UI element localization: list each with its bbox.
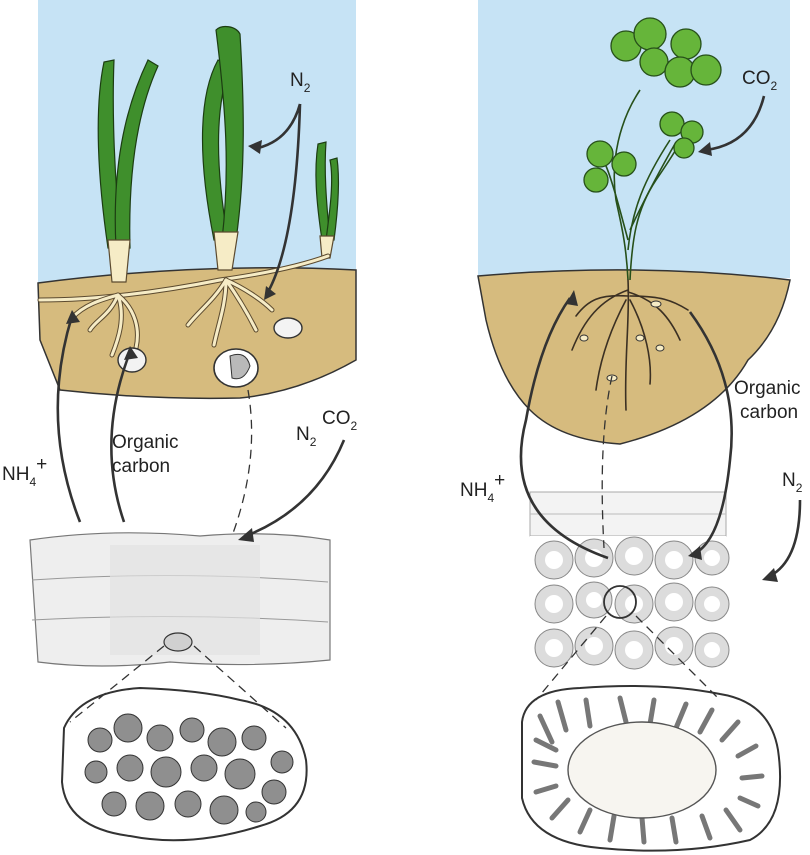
left-label-co2-mid: CO2 bbox=[322, 408, 358, 433]
left-label-organic-carbon-1: Organic bbox=[112, 432, 179, 453]
left-arrow-organic-carbon bbox=[110, 351, 132, 523]
left-label-organic-carbon-2: carbon bbox=[112, 456, 170, 477]
right-dash-lower-l bbox=[535, 615, 607, 701]
left-arrow-ammonium bbox=[56, 315, 82, 523]
right-arrowheads bbox=[566, 142, 778, 582]
clover-stems bbox=[605, 89, 689, 281]
bacteriocyte-zoom bbox=[60, 686, 308, 842]
right-label-co2-top: CO2 bbox=[742, 68, 778, 93]
clam-gill-tissue bbox=[29, 532, 331, 667]
left-label-n2-top: N2 bbox=[290, 70, 311, 95]
left-arrow-n2-to-leaf bbox=[257, 103, 302, 150]
central-vacuole bbox=[567, 721, 717, 819]
left-arrow-gases bbox=[245, 439, 346, 538]
right-dash-upper bbox=[601, 375, 613, 549]
left-label-ammonium: NH4+ bbox=[2, 454, 47, 489]
left-sediment bbox=[37, 267, 357, 400]
right-arrow-n2 bbox=[769, 499, 802, 578]
clover-roots bbox=[571, 279, 689, 411]
lucinid-clams bbox=[117, 317, 303, 388]
seagrass-leaves bbox=[97, 25, 340, 249]
right-label-n2: N2 bbox=[782, 470, 803, 495]
nodule-tissue bbox=[529, 491, 730, 678]
right-panel-legume: CO2 Organic carbon NH4+ N2 bbox=[460, 0, 803, 852]
right-sediment bbox=[477, 269, 791, 445]
bacteroid-cell-zoom bbox=[521, 685, 782, 852]
left-arrow-n2-to-sediment bbox=[266, 103, 302, 293]
left-water bbox=[38, 0, 356, 285]
right-label-organic-carbon-2: carbon bbox=[740, 402, 798, 423]
left-panel-seagrass: N2 Organic carbon N2 CO2 NH4+ bbox=[2, 0, 358, 842]
seagrass-rhizome bbox=[37, 231, 335, 303]
right-arrow-co2 bbox=[705, 95, 766, 152]
cell-vacuoles bbox=[545, 547, 720, 659]
right-dash-lower-r bbox=[635, 615, 721, 701]
bacteroids bbox=[531, 695, 765, 845]
left-label-n2-mid: N2 bbox=[296, 424, 317, 449]
left-dash-lower-r bbox=[193, 645, 287, 729]
seagrass-roots bbox=[69, 277, 275, 358]
right-label-ammonium: NH4+ bbox=[460, 470, 505, 505]
right-label-organic-carbon-1: Organic bbox=[734, 378, 801, 399]
right-arrow-organic-carbon bbox=[688, 311, 733, 556]
left-arrowheads bbox=[66, 140, 276, 542]
left-dash-upper bbox=[231, 389, 253, 537]
clover-leaves bbox=[583, 17, 722, 193]
right-arrow-ammonium bbox=[519, 297, 609, 560]
left-dash-lower-l bbox=[69, 645, 165, 723]
